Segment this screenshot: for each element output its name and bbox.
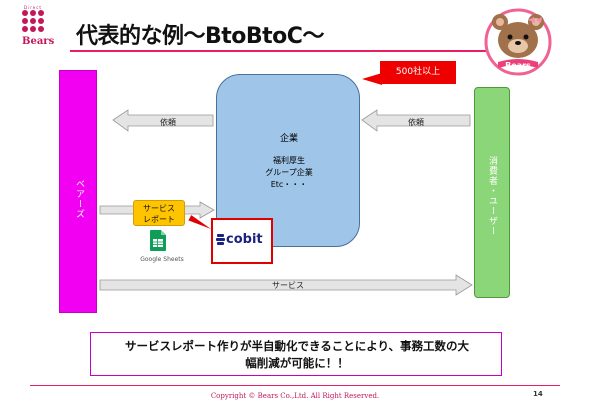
company-line-group: グループ企業 — [265, 168, 313, 177]
service-label: サービス — [272, 281, 304, 290]
bear-mascot-icon: Bears — [484, 8, 552, 76]
company-line-welfare: 福利厚生 — [273, 156, 305, 165]
badge-pointer — [362, 73, 382, 85]
summary-line1: サービスレポート作りが半自動化できることにより、事務工数の大 — [124, 339, 470, 353]
page-number: 14 — [533, 390, 543, 398]
cobit-pointer — [188, 215, 213, 232]
right-actor-label: 消費者・ユーザー — [487, 156, 497, 236]
google-sheets-icon — [150, 230, 166, 251]
sheets-label: Google Sheets — [140, 256, 184, 263]
footer-divider — [30, 385, 560, 386]
logo-subtext: Direct — [24, 5, 42, 10]
request-label-right: 依頼 — [408, 118, 424, 127]
left-actor-label: ベアーズ — [74, 179, 84, 219]
service-report-line2: レポート — [143, 215, 175, 224]
service-report-line1: サービス — [143, 204, 175, 213]
company-line-etc: Etc・・・ — [270, 180, 308, 189]
slide-title: 代表的な例〜BtoBtoC〜 — [76, 24, 324, 49]
summary-callout: サービスレポート作りが半自動化できることにより、事務工数の大 幅削減が可能に！！ — [90, 332, 502, 376]
cobit-logo-text: cobit — [226, 232, 263, 247]
company-count-badge: 500社以上 — [380, 61, 456, 84]
mascot-label: Bears — [505, 61, 531, 70]
company-title: 企業 — [279, 134, 298, 144]
title-underline — [70, 50, 495, 52]
logo-dots-icon — [22, 10, 52, 32]
summary-line2: 幅削減が可能に！！ — [245, 356, 349, 370]
consumer-actor-bar: 消費者・ユーザー — [474, 87, 510, 298]
service-report-box: サービス レポート — [133, 200, 185, 226]
bears-actor-bar: ベアーズ — [59, 70, 97, 313]
cobit-logo-box: cobit — [211, 218, 273, 264]
summary-text: サービスレポート作りが半自動化できることにより、事務工数の大 幅削減が可能に！！ — [91, 338, 503, 372]
cobit-logo-icon — [216, 234, 225, 245]
copyright-text: Copyright © Bears Co.,Ltd. All Right Res… — [210, 392, 380, 400]
request-label-left: 依頼 — [160, 118, 176, 127]
logo-text: Bears — [22, 36, 55, 47]
